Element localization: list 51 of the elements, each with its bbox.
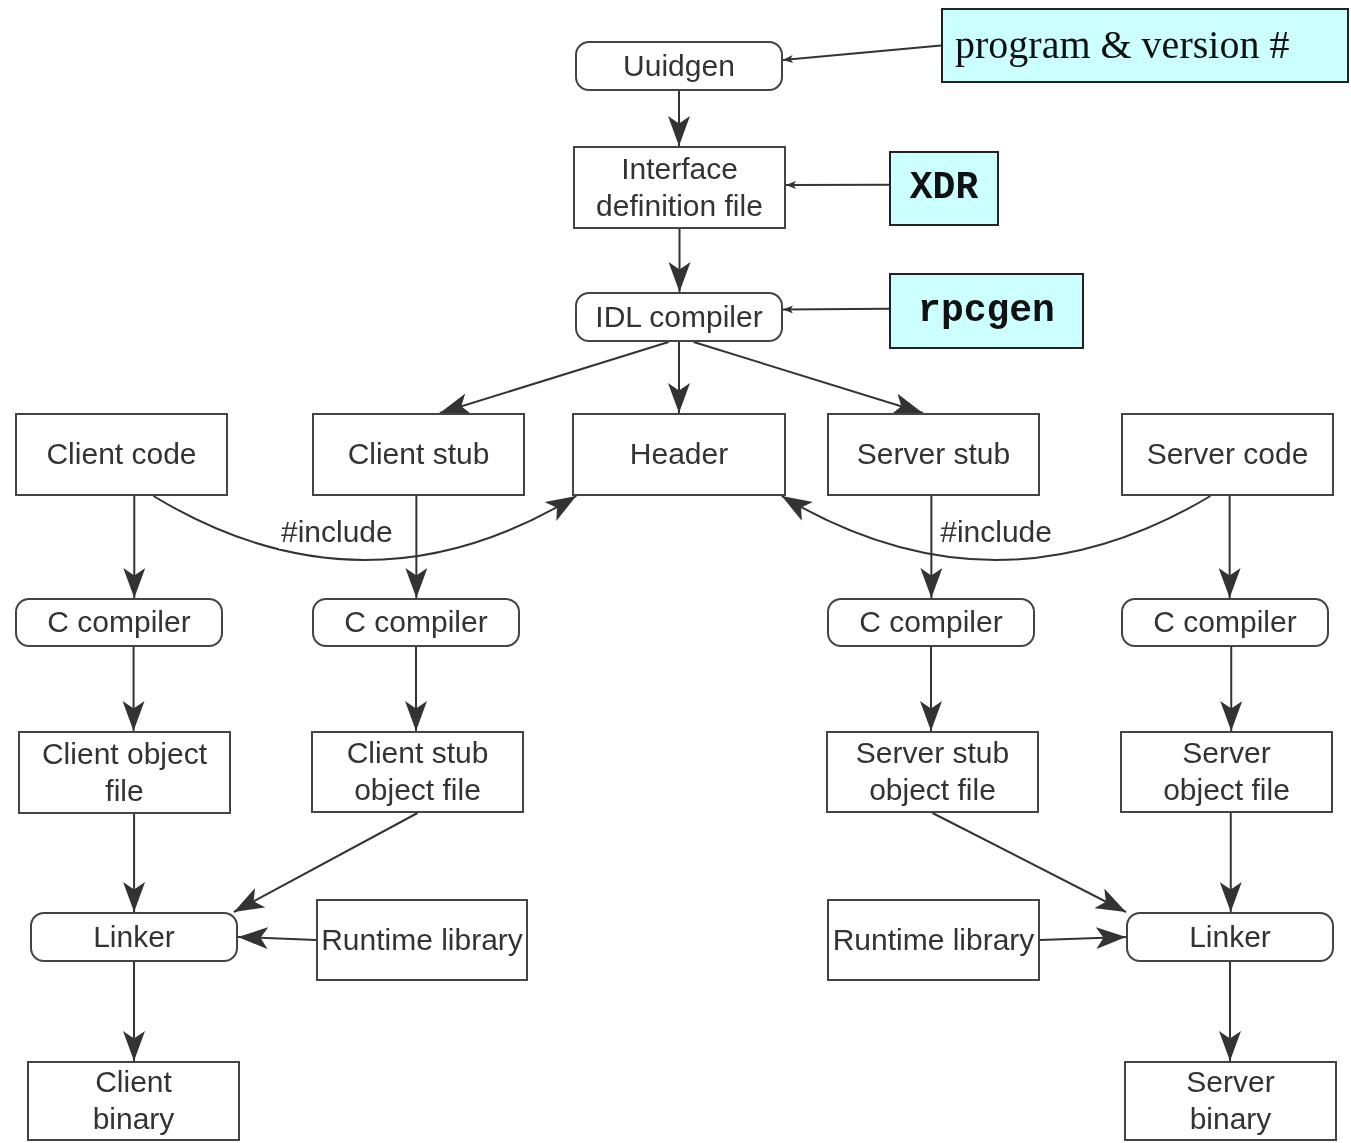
arrow [438, 341, 670, 415]
process-box: Linker [1126, 912, 1334, 962]
file-box: Runtime library [827, 899, 1040, 981]
file-box: Server binary [1124, 1061, 1337, 1141]
arrow [123, 813, 146, 913]
arrow [405, 646, 427, 732]
file-box: Client code [15, 413, 228, 496]
arrow [122, 646, 145, 732]
process-box: Linker [30, 912, 238, 962]
arrow [668, 341, 690, 414]
note-box: rpcgen [889, 273, 1084, 349]
file-box: Header [572, 413, 786, 496]
arrow [692, 341, 924, 415]
file-box: Server stub object file [826, 731, 1039, 813]
curved-arrow [152, 495, 578, 561]
process-box: Uuidgen [575, 41, 783, 91]
file-box: Client stub [312, 413, 525, 496]
arrow [920, 495, 943, 599]
arrow [405, 495, 428, 599]
arrow [1218, 495, 1241, 599]
arrow [920, 646, 942, 732]
arrow [237, 927, 317, 950]
arrow [1219, 961, 1241, 1062]
note-box: program & version # [941, 8, 1349, 83]
file-box: Server object file [1120, 731, 1333, 813]
arrow [1220, 646, 1243, 732]
file-box: Client stub object file [311, 731, 524, 813]
file-box: Runtime library [316, 899, 528, 981]
curved-arrow [780, 495, 1212, 561]
process-box: C compiler [827, 598, 1035, 647]
process-box: C compiler [1121, 598, 1329, 647]
file-box: Client object file [18, 731, 231, 814]
note-box: XDR [889, 151, 999, 226]
arrow [1039, 927, 1127, 950]
arrow [232, 812, 419, 913]
file-box: Server stub [827, 413, 1040, 496]
file-box: Client binary [27, 1061, 240, 1141]
arrow [782, 44, 942, 64]
arrow [785, 181, 890, 189]
arrow [668, 90, 690, 147]
arrow [782, 305, 890, 314]
arrow [123, 961, 145, 1062]
file-box: Interface definition file [573, 146, 786, 229]
arrow [668, 228, 691, 293]
process-box: C compiler [15, 598, 223, 647]
arrow [931, 812, 1127, 913]
arrow [123, 495, 146, 599]
arrow [1219, 812, 1242, 913]
process-box: C compiler [312, 598, 520, 647]
process-box: IDL compiler [575, 292, 783, 342]
file-box: Server code [1121, 413, 1334, 496]
